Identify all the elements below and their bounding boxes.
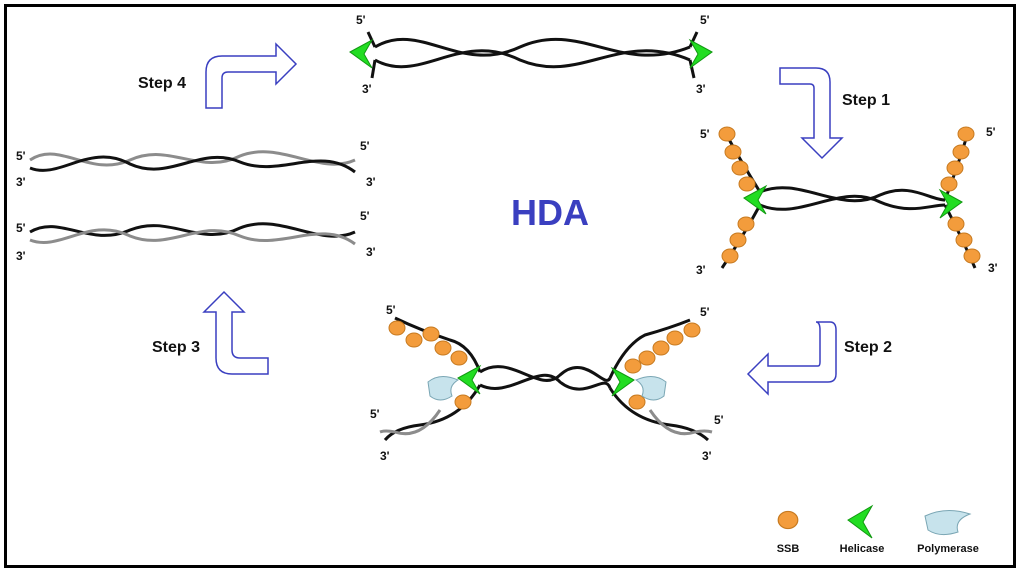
end-label: 5' [700,13,710,27]
end-label: 5' [356,13,366,27]
end-label: 5' [360,209,370,223]
end-label: 3' [702,449,712,463]
end-label: 3' [16,175,26,189]
helicase-icon [610,366,635,397]
helicase-icon [688,38,713,69]
end-label: 5' [16,221,26,235]
legend-helicase-label: Helicase [840,543,885,555]
end-label: 3' [696,263,706,277]
polymerase-icon [634,376,667,401]
end-label: 3' [362,82,372,96]
end-label: 5' [700,127,710,141]
step2-arrow [746,321,837,396]
end-label: 5' [16,149,26,163]
end-label: 5' [360,139,370,153]
unwinding-duplex [718,126,981,269]
helicase-icon [457,364,482,395]
legend-polymerase-label: Polymerase [917,543,979,555]
step1-arrow [779,67,844,160]
helicase-icon [349,38,374,69]
helicase-icon [938,188,963,219]
end-label: 3' [16,249,26,263]
end-label: 3' [380,449,390,463]
end-label: 3' [366,175,376,189]
figure-frame [4,4,1016,568]
step3-arrow [202,290,269,375]
end-label: 5' [700,305,710,319]
diagram-title: HDA [511,192,589,233]
step1-label: Step 1 [842,92,890,109]
end-label: 3' [366,245,376,259]
parent-duplex [349,31,713,79]
helicase-icon [743,184,768,215]
ssb-icon [777,510,799,530]
end-label: 5' [714,413,724,427]
polymerase-icon [427,376,460,401]
daughter-duplex-1 [29,150,356,174]
end-label: 5' [986,125,996,139]
polymerase-icon [924,510,972,536]
end-label: 5' [386,303,396,317]
helicase-icon [847,504,874,539]
end-label: 3' [988,261,998,275]
daughter-duplex-2 [29,222,356,246]
legend: SSB Helicase Polymerase [777,504,979,555]
legend-ssb-label: SSB [777,543,800,555]
step4-label: Step 4 [138,75,186,92]
replication-fork [379,316,713,442]
step2-label: Step 2 [844,339,892,356]
end-label: 5' [370,407,380,421]
step3-label: Step 3 [152,339,200,356]
step4-arrow [205,42,298,109]
end-label: 3' [696,82,706,96]
